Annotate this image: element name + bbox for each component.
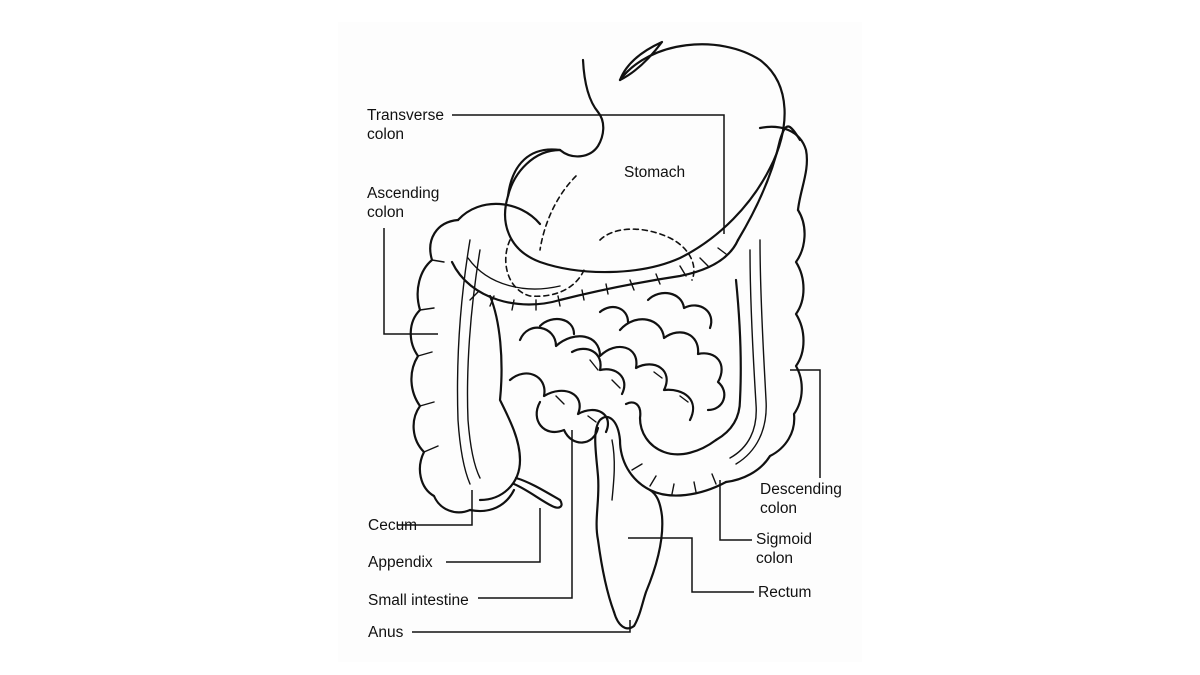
label-small-intestine: Small intestine <box>368 592 469 609</box>
leader-ascending-colon <box>383 228 438 335</box>
label-stomach: Stomach <box>624 164 686 181</box>
label-transverse-colon: Transverse colon <box>367 107 444 143</box>
label-anus: Anus <box>368 624 404 641</box>
stomach-shape <box>504 43 786 298</box>
leader-anus <box>412 620 631 633</box>
leader-descending-colon <box>790 369 821 478</box>
leader-sigmoid-colon <box>719 480 752 541</box>
leader-appendix <box>446 508 541 563</box>
leader-lines <box>383 114 821 633</box>
label-cecum: Cecum <box>368 517 418 534</box>
label-appendix: Appendix <box>368 554 433 571</box>
leader-cecum <box>398 490 473 526</box>
descending-colon-shape <box>714 208 806 484</box>
sigmoid-rectum-shape <box>594 401 728 630</box>
label-sigmoid-colon: Sigmoid colon <box>756 531 812 567</box>
small-intestine-shape <box>508 291 726 444</box>
label-descending-colon: Descending colon <box>760 481 842 517</box>
cecum-appendix-shape <box>468 476 563 513</box>
ascending-colon-shape <box>409 218 522 514</box>
leader-rectum <box>628 537 754 593</box>
leader-transverse-colon <box>452 114 725 234</box>
label-ascending-colon: Ascending colon <box>367 185 440 221</box>
esophagus <box>558 40 664 158</box>
leader-small-intestine <box>478 430 573 599</box>
label-rectum: Rectum <box>758 584 812 601</box>
